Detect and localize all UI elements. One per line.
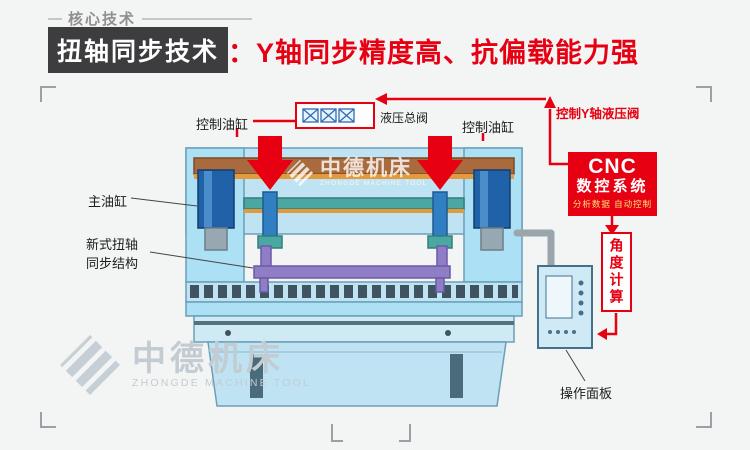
crop-mark-top-right xyxy=(696,86,712,102)
crop-mark-bottom-left xyxy=(40,412,56,428)
arrow-left-icon xyxy=(375,93,387,105)
crop-mark-bottom-center-left xyxy=(331,424,343,442)
cnc-subtitle: 数控系统 xyxy=(576,178,649,195)
work-table xyxy=(193,315,515,343)
watermark-bottom-left: 中德机床 ZHONGDE MACHINE TOOL xyxy=(58,333,311,397)
machine-base xyxy=(207,341,507,407)
label-operation-panel: 操作面板 xyxy=(560,386,613,401)
title-row: 扭轴同步技术 ：Y轴同步精度高、抗偏载能力强 xyxy=(48,27,639,73)
label-control-y-valve: 控制Y轴液压阀 xyxy=(556,107,640,121)
down-arrow-icon xyxy=(417,136,463,190)
control-rod-right xyxy=(432,191,448,237)
main-cylinder-right xyxy=(473,169,511,251)
watermark-center: 中德机床 ZHONGDE MACHINE TOOL xyxy=(286,158,428,187)
operation-panel xyxy=(537,265,593,349)
control-cylinder-arrows xyxy=(247,136,463,190)
pointer-lines xyxy=(130,197,586,382)
torsion-shaft xyxy=(253,245,451,293)
crop-mark-bottom-center-right xyxy=(399,424,411,442)
arrow-up-icon xyxy=(544,96,556,108)
arrow-left-icon xyxy=(597,328,607,340)
control-circuit xyxy=(235,97,618,336)
hydraulic-pipe xyxy=(513,229,555,271)
hydraulic-valve-box xyxy=(295,102,375,129)
watermark-cn: 中德机床 xyxy=(132,340,284,378)
cnc-detail: 分析数据 自动控制 xyxy=(572,199,653,209)
label-torsion-line2: 同步结构 xyxy=(85,256,138,271)
panel-buttons xyxy=(548,280,584,334)
main-cylinder-left xyxy=(197,169,235,251)
arrow-down-icon xyxy=(605,225,619,235)
crop-mark-bottom-right xyxy=(696,412,712,428)
label-torsion-line1: 新式扭轴 xyxy=(85,237,138,252)
label-hydraulic-main-valve: 液压总阀 xyxy=(380,111,429,125)
cnc-title: CNC xyxy=(588,155,637,178)
title-box: 扭轴同步技术 xyxy=(48,27,229,73)
label-main-cylinder: 主油缸 xyxy=(88,194,128,209)
watermark-cn: 中德机床 xyxy=(320,157,412,180)
control-rod-left xyxy=(262,191,278,237)
zhongde-logo-icon xyxy=(286,159,314,187)
label-control-cylinder-left: 控制油缸 xyxy=(196,117,249,132)
label-control-cylinder-right: 控制油缸 xyxy=(462,120,515,135)
title-subtitle: ：Y轴同步精度高、抗偏载能力强 xyxy=(228,37,640,68)
watermark-en: ZHONGDE MACHINE TOOL xyxy=(320,180,428,187)
label-torsion-structure: 新式扭轴 同步结构 xyxy=(74,234,150,272)
crop-mark-top-left xyxy=(40,86,56,102)
watermark-en: ZHONGDE MACHINE TOOL xyxy=(132,377,311,389)
valve-symbol-icon xyxy=(302,108,355,123)
cnc-system-box: CNC 数控系统 分析数据 自动控制 xyxy=(568,152,657,216)
circuit-arrowheads xyxy=(375,93,619,340)
clamp-segments xyxy=(190,285,518,298)
kicker-line-left xyxy=(48,17,62,20)
kicker: 核心技术 xyxy=(48,8,252,29)
kicker-text: 核心技术 xyxy=(68,11,137,28)
panel-screen xyxy=(545,275,573,319)
down-arrow-icon xyxy=(247,136,293,190)
zhongde-logo-icon xyxy=(58,333,122,397)
kicker-line-right xyxy=(142,17,252,20)
angle-calc-box: 角度计算 xyxy=(601,232,632,312)
